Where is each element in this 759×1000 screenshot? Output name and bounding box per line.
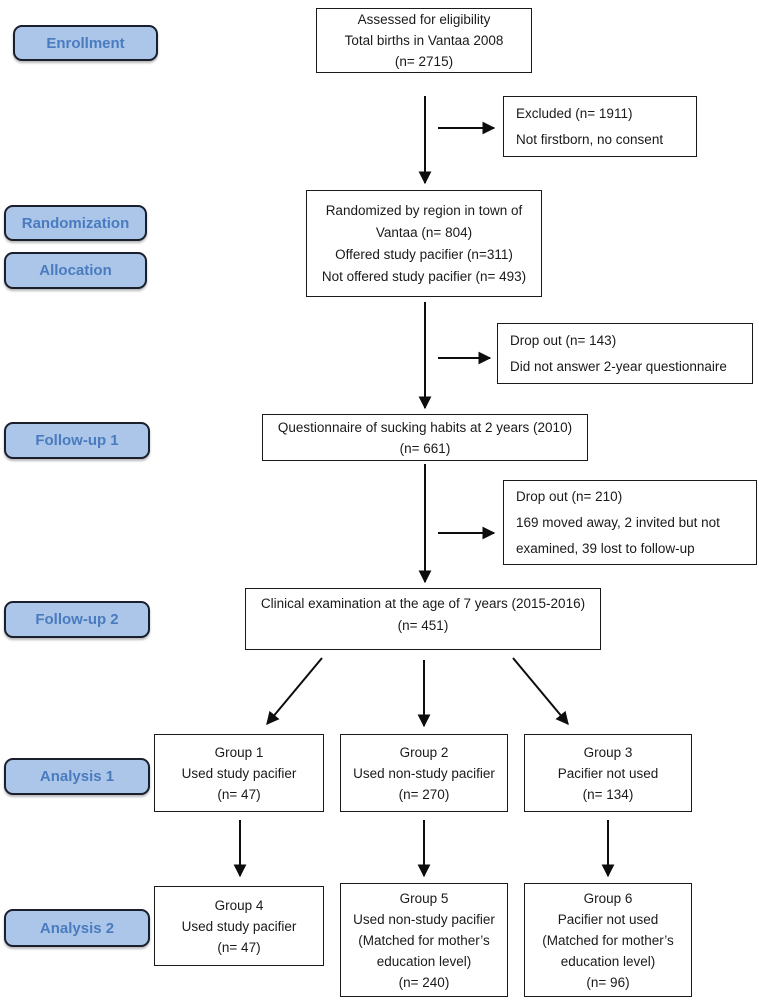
box-line: Excluded (n= 1911) [516,105,633,121]
box-line: Questionnaire of sucking habits at 2 yea… [277,419,573,435]
box-line: education level) [560,953,656,969]
box-questionnaire-2-years: Questionnaire of sucking habits at 2 yea… [262,414,588,461]
box-line: Pacifier not used [557,911,659,927]
box-line: Group 1 [214,744,264,760]
box-line: education level) [376,953,472,969]
box-line: Used non-study pacifier [353,911,495,927]
stage-label-text: Follow-up 1 [35,432,119,449]
box-line: Drop out (n= 143) [510,332,617,348]
stage-label-allocation: Allocation [4,252,147,289]
box-line: Used non-study pacifier [353,765,495,781]
box-line: Group 6 [583,890,633,906]
box-line: 169 moved away, 2 invited but not [516,514,720,530]
stage-label-followup-2: Follow-up 2 [4,601,150,638]
stage-label-text: Analysis 2 [39,919,115,937]
stage-label-enrollment: Enrollment [13,25,158,61]
box-line: (n= 451) [397,618,449,633]
box-group-5: Group 5 Used non-study pacifier (Matched… [340,883,508,997]
box-line: (n= 661) [399,440,451,456]
box-line: Clinical examination at the age of 7 yea… [260,596,586,611]
box-line: Offered study pacifier (n=311) [335,247,513,262]
stage-label-analysis-2: Analysis 2 [4,909,150,947]
box-line: Randomized by region in town of [325,203,523,218]
box-line: Total births in Vantaa 2008 [344,33,504,48]
box-line: (Matched for mother’s [542,932,674,948]
box-line: (n= 47) [217,786,261,802]
box-clinical-examination: Clinical examination at the age of 7 yea… [245,588,601,650]
stage-label-text: Follow-up 2 [35,611,119,628]
stage-label-randomization: Randomization [4,205,147,241]
box-line: (n= 47) [217,939,261,955]
box-group-1: Group 1 Used study pacifier (n= 47) [154,734,324,812]
box-line: Used study pacifier [181,765,297,781]
box-randomized: Randomized by region in town of Vantaa (… [306,190,542,297]
arrow-clinical-to-group3 [512,657,569,725]
stage-label-text: Randomization [21,214,130,232]
box-line: Not firstborn, no consent [516,131,664,147]
box-line: (n= 240) [398,974,450,990]
box-line: (n= 96) [586,974,630,990]
box-line: (n= 134) [582,786,634,802]
box-line: Group 3 [583,744,633,760]
box-line: Group 2 [399,744,449,760]
box-line: Assessed for eligibility [357,12,491,27]
box-group-3: Group 3 Pacifier not used (n= 134) [524,734,692,812]
box-line: Group 5 [399,890,449,906]
box-excluded: Excluded (n= 1911) Not firstborn, no con… [503,96,697,157]
box-line: Pacifier not used [557,765,659,781]
stage-label-text: Analysis 1 [39,768,115,785]
box-dropout-2-year: Drop out (n= 143) Did not answer 2-year … [497,323,753,384]
box-line: (Matched for mother’s [358,932,490,948]
box-line: (n= 270) [398,786,450,802]
box-assessed-eligibility: Assessed for eligibility Total births in… [316,8,532,73]
box-group-4: Group 4 Used study pacifier (n= 47) [154,886,324,966]
box-line: (n= 2715) [394,54,454,69]
stage-label-text: Allocation [39,262,112,279]
stage-label-analysis-1: Analysis 1 [4,758,150,795]
box-group-2: Group 2 Used non-study pacifier (n= 270) [340,734,508,812]
box-line: Used study pacifier [181,918,297,934]
box-line: Group 4 [214,897,264,913]
box-group-6: Group 6 Pacifier not used (Matched for m… [524,883,692,997]
stage-label-followup-1: Follow-up 1 [4,422,150,459]
stage-label-text: Enrollment [46,34,125,52]
arrow-clinical-to-group1 [266,657,323,725]
box-line: Did not answer 2-year questionnaire [510,358,727,374]
box-line: Vantaa (n= 804) [375,225,473,240]
box-line: Drop out (n= 210) [516,488,623,504]
box-dropout-7-year: Drop out (n= 210) 169 moved away, 2 invi… [503,480,757,565]
box-line: Not offered study pacifier (n= 493) [321,269,527,284]
box-line: examined, 39 lost to follow-up [516,540,695,556]
